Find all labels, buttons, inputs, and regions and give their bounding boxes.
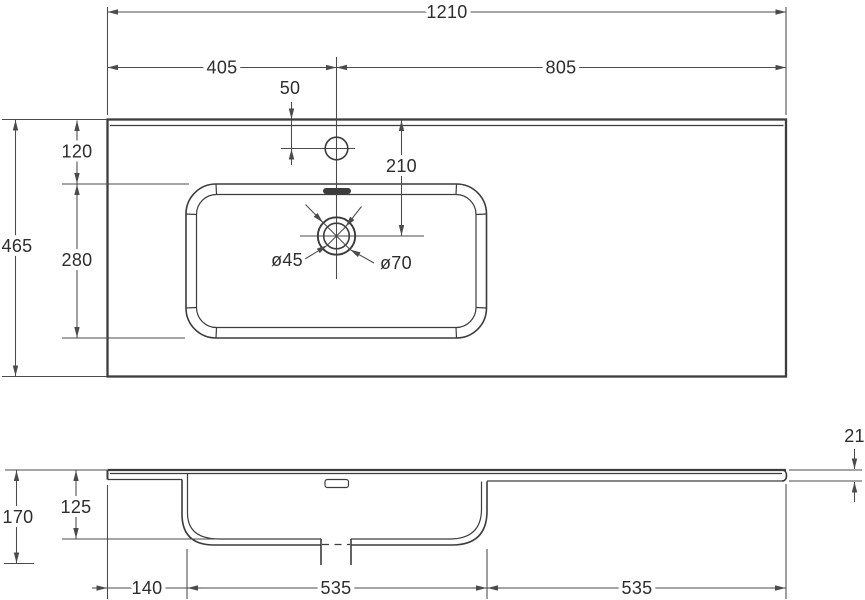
plan-view: ø70 ø45 1210 405 bbox=[0, 0, 788, 378]
dim-total-height: 170 bbox=[0, 470, 37, 563]
countertop-plan-rect bbox=[106, 118, 788, 378]
leader-arrow bbox=[345, 206, 362, 227]
basin-corner-ticks bbox=[185, 183, 487, 339]
basin-span-label: 280 bbox=[62, 250, 93, 270]
leader-drain-inner-dia: ø45 bbox=[267, 206, 362, 274]
overflow-slot-plan bbox=[323, 188, 351, 194]
overflow-slot-elevation bbox=[324, 478, 350, 489]
total-depth-label: 465 bbox=[2, 236, 33, 256]
right-wing-width-label: 535 bbox=[622, 578, 653, 598]
corner-tick bbox=[475, 213, 487, 216]
drain-outer-circle bbox=[316, 216, 357, 256]
leader-arrow bbox=[349, 249, 375, 264]
drain-inner-circle bbox=[322, 222, 351, 250]
bowl-outer-wall-right bbox=[351, 481, 488, 546]
dim-total-width: 1210 bbox=[107, 0, 786, 26]
dim-right-of-center: 805 bbox=[336, 54, 786, 82]
total-height-label: 170 bbox=[3, 507, 34, 527]
corner-tick bbox=[455, 183, 458, 195]
bowl-outer-wall-left bbox=[181, 479, 321, 546]
back-to-basin-label: 120 bbox=[62, 142, 93, 162]
dim-faucet-offset: 50 bbox=[276, 74, 304, 165]
drain-inner-dia-label: ø45 bbox=[271, 250, 303, 270]
dim-left-of-center: 405 bbox=[107, 54, 337, 82]
corner-tick bbox=[455, 327, 458, 339]
plan-extension-lines bbox=[2, 7, 787, 378]
faucet-offset-label: 50 bbox=[280, 78, 301, 98]
bowl-width-label: 535 bbox=[321, 578, 352, 598]
elevation-extension-lines bbox=[4, 469, 862, 599]
drain-offset-label: 210 bbox=[386, 156, 417, 176]
bowl-inner-wall-left bbox=[186, 473, 321, 540]
elevation-view: 170 125 21 140 535 bbox=[0, 422, 865, 600]
corner-tick bbox=[215, 183, 218, 195]
bowl-profile bbox=[181, 473, 488, 565]
dim-basin-span: 280 bbox=[58, 184, 96, 338]
dim-drain-offset: 210 bbox=[382, 120, 421, 236]
right-width-label: 805 bbox=[546, 58, 577, 78]
right-edge-bullnose bbox=[781, 469, 788, 482]
countertop-plan-outline bbox=[106, 118, 788, 378]
dim-right-wing-width: 535 bbox=[487, 574, 786, 600]
faucet-hole bbox=[324, 136, 349, 161]
leader-drain-outer-dia: ø70 bbox=[305, 204, 416, 277]
total-width-label: 1210 bbox=[426, 2, 467, 22]
drain-diagonal bbox=[327, 226, 346, 246]
left-to-bowl-label: 140 bbox=[132, 578, 163, 598]
leader-arrow bbox=[304, 244, 328, 260]
drain-outer-dia-label: ø70 bbox=[380, 253, 412, 273]
bowl-inner-wall-right bbox=[351, 481, 483, 540]
drain-plan bbox=[316, 216, 357, 256]
dim-bowl-width: 535 bbox=[187, 574, 487, 600]
left-width-label: 405 bbox=[207, 58, 238, 78]
dim-left-to-bowl: 140 bbox=[92, 574, 202, 600]
dim-total-depth: 465 bbox=[0, 120, 36, 376]
corner-tick bbox=[475, 306, 487, 309]
corner-tick bbox=[185, 213, 197, 216]
dim-edge-thickness: 21 bbox=[840, 422, 865, 502]
edge-thickness-label: 21 bbox=[844, 426, 865, 446]
leader-arrow bbox=[305, 204, 324, 223]
corner-tick bbox=[185, 306, 197, 309]
corner-tick bbox=[215, 327, 218, 339]
bowl-depth-label: 125 bbox=[61, 497, 92, 517]
dim-back-to-basin: 120 bbox=[58, 120, 96, 184]
dim-bowl-depth: 125 bbox=[57, 470, 95, 539]
countertop-elevation-outline bbox=[106, 468, 788, 482]
